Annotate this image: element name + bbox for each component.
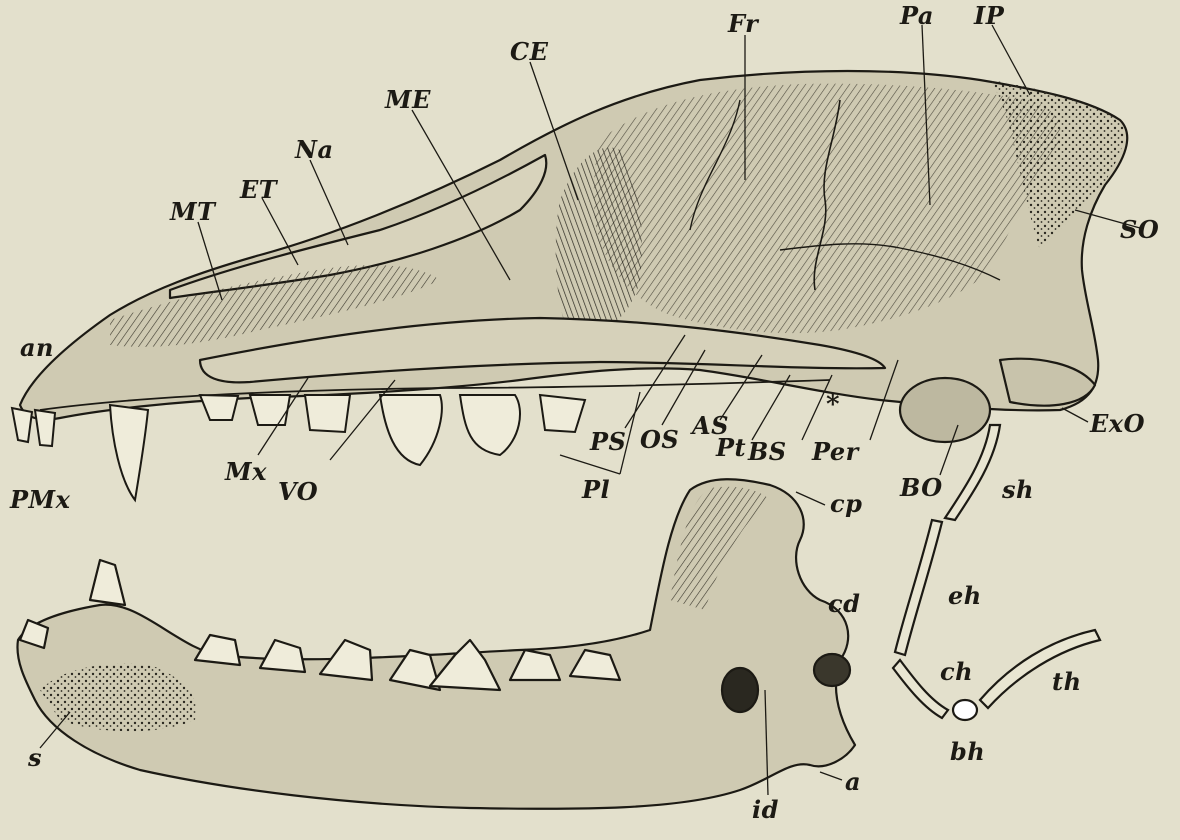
label-mt: MT	[170, 200, 215, 224]
label-a: a	[845, 770, 861, 794]
label-pl: Pl	[582, 478, 610, 502]
cranium	[20, 71, 1127, 442]
label-pa: Pa	[900, 4, 934, 28]
basihyal	[953, 700, 977, 720]
label-s: s	[28, 746, 42, 770]
label-fr: Fr	[728, 12, 758, 36]
mandible	[17, 479, 855, 809]
upper-canine	[110, 405, 148, 500]
label-ce: CE	[510, 40, 548, 64]
label-bh: bh	[950, 740, 985, 764]
label-eh: eh	[948, 584, 982, 608]
thyrohyal	[980, 630, 1100, 708]
label-cp: cp	[830, 492, 862, 516]
label-per: Per	[812, 440, 859, 464]
label-so: SO	[1120, 218, 1159, 242]
label-ch: ch	[940, 660, 973, 684]
epihyal	[895, 520, 942, 655]
label-an: an	[20, 336, 54, 360]
label-ps: PS	[590, 430, 626, 454]
label-id: id	[752, 798, 779, 822]
label-mx: Mx	[225, 460, 267, 484]
label-bo: BO	[900, 476, 943, 500]
label-pt: Pt	[716, 436, 746, 460]
label-star: *	[826, 392, 840, 418]
label-me: ME	[385, 88, 431, 112]
label-ip: IP	[974, 4, 1004, 28]
label-sh: sh	[1002, 478, 1034, 502]
tympanic-bulla	[900, 378, 990, 442]
label-vo: VO	[278, 480, 318, 504]
label-pmx: PMx	[10, 488, 70, 512]
label-th: th	[1052, 670, 1082, 694]
label-na: Na	[295, 138, 334, 162]
label-exo: ExO	[1090, 412, 1145, 436]
label-cd: cd	[828, 592, 860, 616]
label-et: ET	[240, 178, 277, 202]
label-bs: BS	[748, 440, 787, 464]
label-os: OS	[640, 428, 679, 452]
